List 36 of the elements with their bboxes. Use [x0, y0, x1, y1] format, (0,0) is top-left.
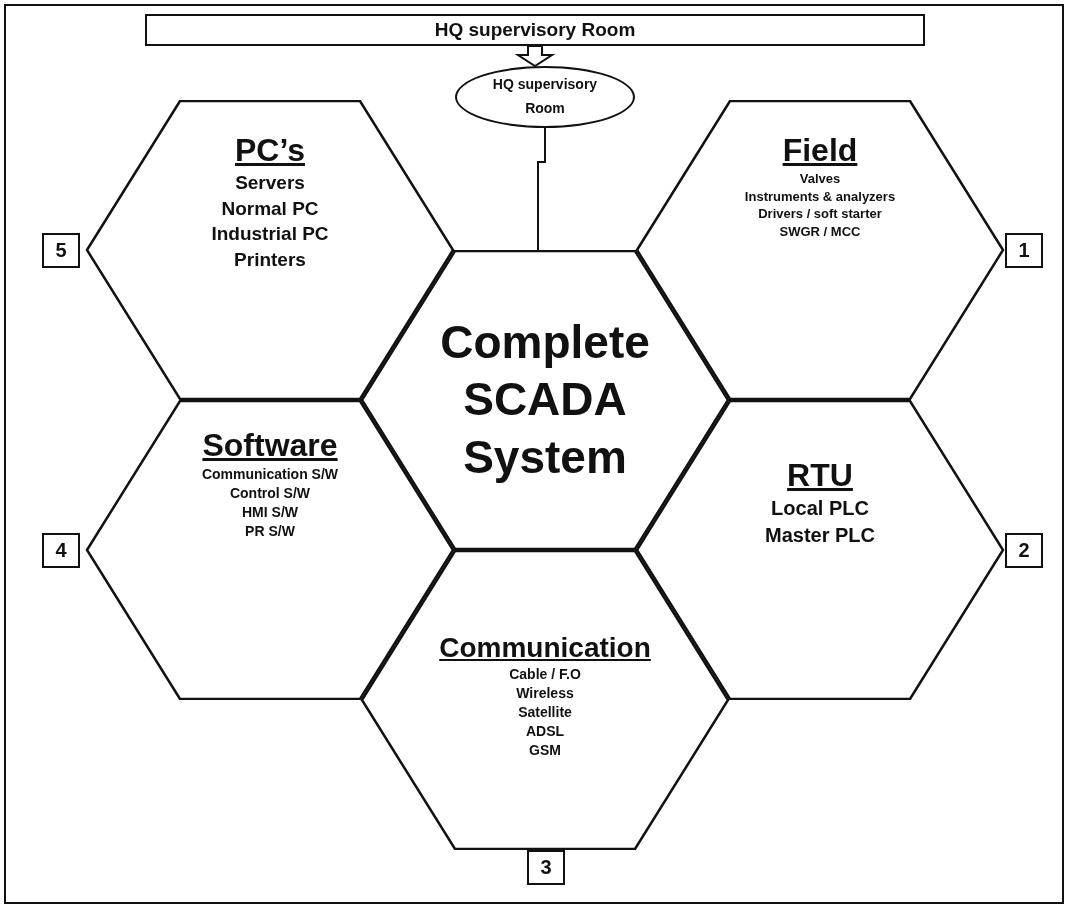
hexagon-panel: [360, 250, 730, 550]
connector-line: [537, 127, 546, 251]
list-item: Printers: [234, 247, 306, 272]
callout-number: 3: [527, 850, 565, 885]
list-item: Cable / F.O: [509, 665, 581, 684]
callout-number: 4: [42, 533, 80, 568]
list-item: Servers: [235, 171, 305, 195]
list-item: Satellite: [518, 702, 572, 722]
callout-number: 1: [1005, 233, 1043, 268]
hexagon-heading: RTU: [787, 456, 853, 495]
title-bar: HQ supervisory Room: [145, 14, 925, 46]
list-item: Drivers / soft starter: [758, 205, 882, 223]
list-item: Valves: [799, 170, 841, 188]
center-title: Complete SCADA System: [439, 314, 651, 485]
list-item: Local PLC: [771, 496, 869, 521]
ellipse-node: HQ supervisory Room: [455, 66, 635, 128]
list-item: SWGR / MCC: [779, 222, 861, 241]
list-item: Industrial PC: [211, 222, 329, 247]
list-item: Master PLC: [765, 523, 875, 548]
hexagon-heading: PC’s: [235, 131, 305, 170]
list-item: Communication S/W: [201, 465, 339, 484]
hexagon-heading: Communication: [439, 631, 651, 665]
list-item: ADSL: [525, 721, 565, 741]
list-item: HMI S/W: [242, 502, 298, 522]
callout-number: 5: [42, 233, 80, 268]
list-item: Wireless: [516, 683, 574, 703]
callout-number: 2: [1005, 533, 1043, 568]
hexagon-heading: Software: [202, 426, 338, 465]
hexagon-heading: Field: [782, 131, 858, 170]
list-item: PR S/W: [245, 521, 295, 541]
list-item: Control S/W: [229, 483, 311, 503]
list-item: Normal PC: [221, 196, 319, 221]
list-item: Instruments & analyzers: [744, 187, 896, 206]
hexagon-panel: [360, 550, 730, 850]
list-item: GSM: [529, 740, 561, 760]
block-arrow: [514, 45, 556, 68]
